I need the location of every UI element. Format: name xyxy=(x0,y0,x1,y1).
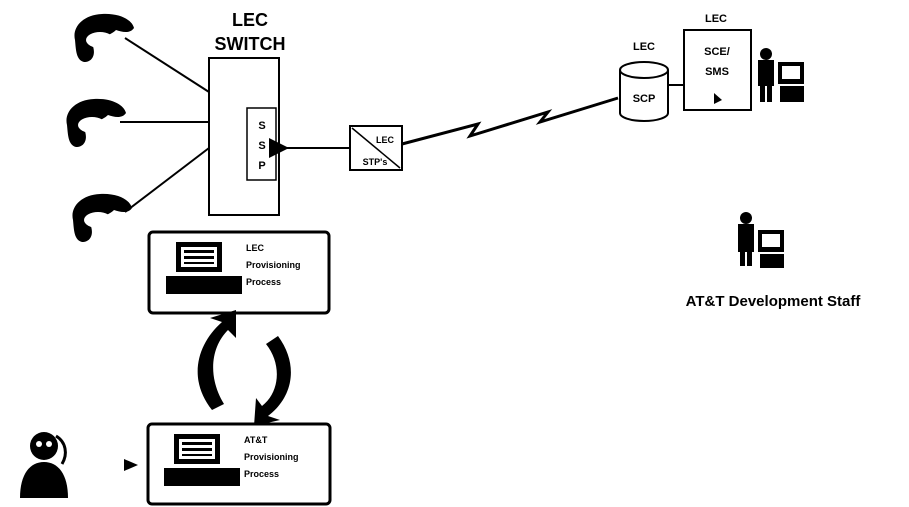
ssp-letter-1: S xyxy=(258,120,265,132)
ssp-letter-3: P xyxy=(258,160,265,172)
att-process-line2: Provisioning xyxy=(244,452,299,462)
phone-line-1 xyxy=(124,37,210,93)
ssp-letter-2: S xyxy=(258,140,265,152)
stp-label-line2: STP's xyxy=(363,157,388,167)
small-pointer-icon xyxy=(714,93,722,104)
stp-slash xyxy=(351,127,401,169)
switch-label-line1: LEC xyxy=(232,10,268,30)
lec-process-line1: LEC xyxy=(246,243,265,253)
att-process-line3: Process xyxy=(244,469,279,479)
sce-label-line2: SMS xyxy=(705,66,729,78)
telephone-icon xyxy=(66,98,126,147)
telephone-icon xyxy=(72,193,132,242)
user-to-att-arrow xyxy=(124,459,138,471)
lightning-link-icon xyxy=(401,96,619,146)
switch-label-line2: SWITCH xyxy=(215,34,286,54)
person-at-workstation-icon xyxy=(758,48,804,102)
cycle-arrows-icon xyxy=(197,310,291,426)
computer-icon xyxy=(166,242,242,294)
scp-top-label: LEC xyxy=(633,41,655,53)
lec-process-line2: Provisioning xyxy=(246,260,301,270)
user-icon xyxy=(20,432,68,498)
computer-icon xyxy=(164,434,240,486)
sce-top-label: LEC xyxy=(705,13,727,25)
phone-line-3 xyxy=(124,147,210,213)
telephone-icon xyxy=(74,13,134,63)
att-staff-label: AT&T Development Staff xyxy=(686,293,862,310)
scp-database xyxy=(619,61,669,122)
stp-label-line1: LEC xyxy=(376,135,395,145)
sce-label-line1: SCE/ xyxy=(704,46,730,58)
person-at-workstation-icon xyxy=(738,212,784,268)
lec-process-line3: Process xyxy=(246,277,281,287)
att-process-line1: AT&T xyxy=(244,435,268,445)
scp-label: SCP xyxy=(633,93,656,105)
